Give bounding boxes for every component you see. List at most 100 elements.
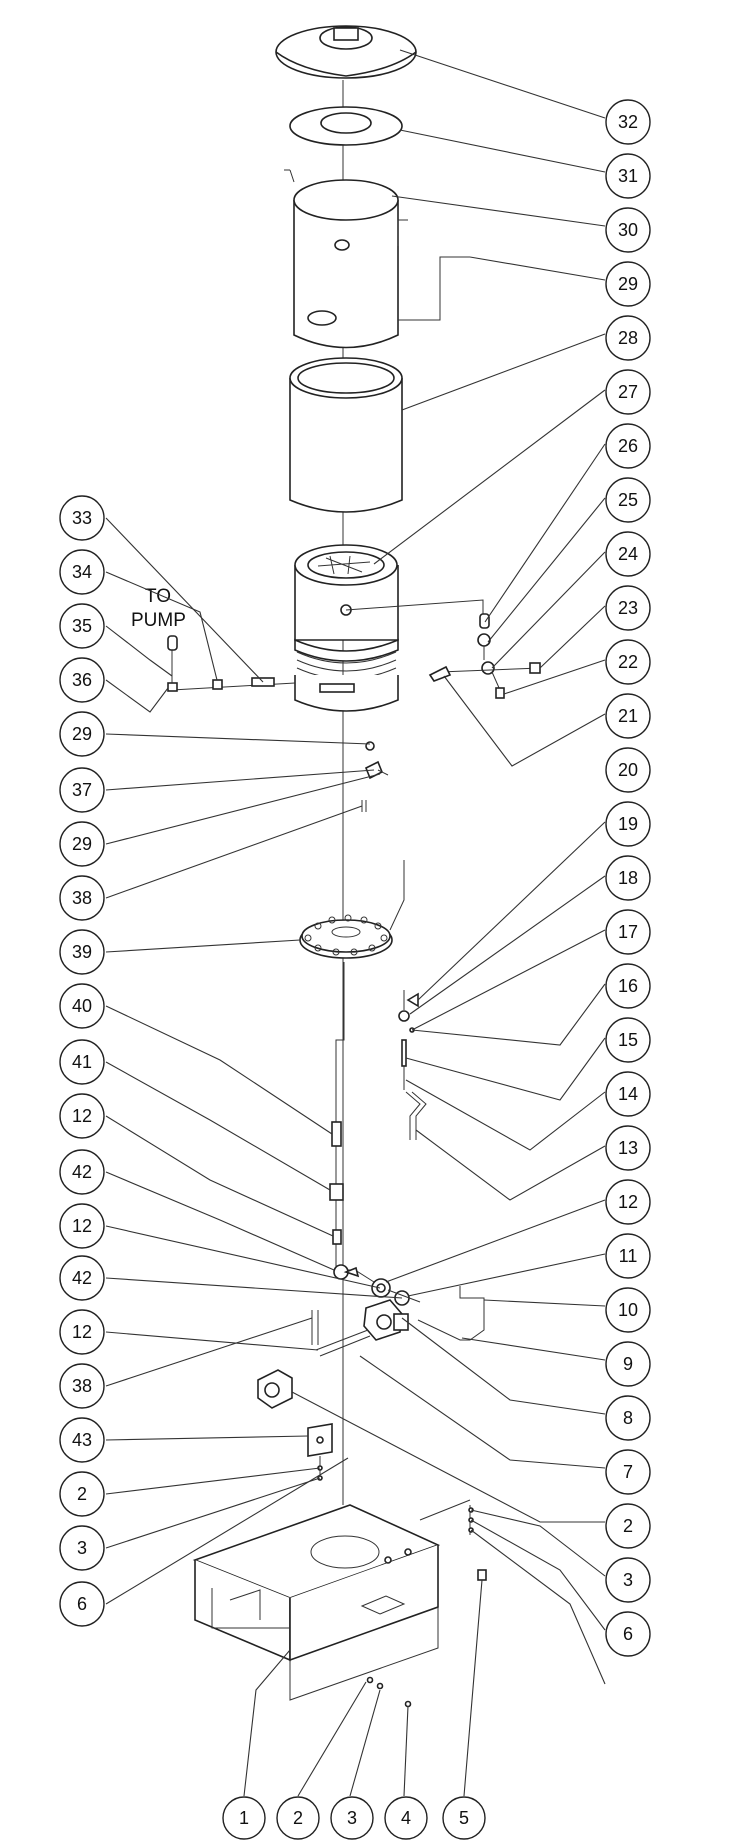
to-pump-label: TO <box>145 586 171 607</box>
callout-25-label: 25 <box>618 490 638 510</box>
callout-10: 10 <box>605 1287 651 1333</box>
callout-12-right-label: 12 <box>618 1192 638 1212</box>
callout-2-right: 2 <box>605 1503 651 1549</box>
callout-37-label: 37 <box>72 780 92 800</box>
callout-42-b: 42 <box>59 1255 105 1301</box>
callout-12-left-b: 12 <box>59 1203 105 1249</box>
callout-31: 31 <box>605 153 651 199</box>
top-cap-part <box>275 25 417 79</box>
callout-3-left: 3 <box>59 1525 105 1571</box>
fuel-line-assembly: TO PUMP <box>131 586 296 692</box>
callout-2-bottom-label: 2 <box>293 1808 303 1828</box>
burner-housing-part <box>294 544 399 712</box>
to-pump-label-2: PUMP <box>131 610 186 631</box>
burner-ring-part <box>299 860 405 959</box>
callout-36-label: 36 <box>72 670 92 690</box>
callout-39-label: 39 <box>72 942 92 962</box>
callout-12-left-a: 12 <box>59 1093 105 1139</box>
callout-18: 18 <box>605 855 651 901</box>
callout-43: 43 <box>59 1417 105 1463</box>
callout-27-label: 27 <box>618 382 638 402</box>
callout-23: 23 <box>605 585 651 631</box>
callout-20: 20 <box>605 747 651 793</box>
callout-16: 16 <box>605 963 651 1009</box>
callout-6-right: 6 <box>605 1611 651 1657</box>
callout-7-label: 7 <box>623 1462 633 1482</box>
callout-13: 13 <box>605 1125 651 1171</box>
gas-valve-assembly <box>257 1286 485 1481</box>
callout-21: 21 <box>605 693 651 739</box>
callout-43-label: 43 <box>72 1430 92 1450</box>
callout-17: 17 <box>605 909 651 955</box>
callout-16-label: 16 <box>618 976 638 996</box>
callout-22-label: 22 <box>618 652 638 672</box>
callout-28: 28 <box>605 315 651 361</box>
callout-30-label: 30 <box>618 220 638 240</box>
callout-1: 1 <box>222 1796 266 1840</box>
callout-35-label: 35 <box>72 616 92 636</box>
callout-10-label: 10 <box>618 1300 638 1320</box>
callout-3-bottom-label: 3 <box>347 1808 357 1828</box>
callout-38-top-label: 38 <box>72 888 92 908</box>
callout-19-label: 19 <box>618 814 638 834</box>
callout-31-label: 31 <box>618 166 638 186</box>
callout-2-left-label: 2 <box>77 1484 87 1504</box>
callout-24: 24 <box>605 531 651 577</box>
inner-liner-part <box>289 357 403 513</box>
callout-15: 15 <box>605 1017 651 1063</box>
callout-12-right: 12 <box>605 1179 651 1225</box>
callout-12-left-c-label: 12 <box>72 1322 92 1342</box>
callout-29-low-label: 29 <box>72 834 92 854</box>
callout-22: 22 <box>605 639 651 685</box>
callout-33: 33 <box>59 495 105 541</box>
mid-tube-assembly <box>361 741 389 812</box>
callout-36: 36 <box>59 657 105 703</box>
callout-40: 40 <box>59 983 105 1029</box>
callout-38-low-label: 38 <box>72 1376 92 1396</box>
callout-3-right-label: 3 <box>623 1570 633 1590</box>
callout-11-label: 11 <box>619 1246 638 1266</box>
callout-3-left-label: 3 <box>77 1538 87 1558</box>
callout-6-right-label: 6 <box>623 1624 633 1644</box>
callout-2-right-label: 2 <box>623 1516 633 1536</box>
callout-15-label: 15 <box>618 1030 638 1050</box>
callout-27: 27 <box>605 369 651 415</box>
callout-37: 37 <box>59 767 105 813</box>
callout-29-mid: 29 <box>59 711 105 757</box>
callout-20-label: 20 <box>618 760 638 780</box>
callout-30: 30 <box>605 207 651 253</box>
callout-40-label: 40 <box>72 996 92 1016</box>
callout-4: 4 <box>384 1796 428 1840</box>
callout-8: 8 <box>605 1395 651 1441</box>
callout-32-label: 32 <box>618 112 638 132</box>
callout-29-low: 29 <box>59 821 105 867</box>
callout-29-mid-label: 29 <box>72 724 92 744</box>
callout-26: 26 <box>605 423 651 469</box>
callout-38-top: 38 <box>59 875 105 921</box>
leader-lines <box>105 49 606 1797</box>
callout-21-label: 21 <box>618 706 638 726</box>
outer-cylinder-part <box>284 169 470 349</box>
callout-38-low: 38 <box>59 1363 105 1409</box>
fuel-tube-assembly <box>329 962 421 1306</box>
callout-2-left: 2 <box>59 1471 105 1517</box>
callout-11: 11 <box>605 1233 651 1279</box>
callout-4-label: 4 <box>401 1808 411 1828</box>
callout-14-label: 14 <box>618 1084 638 1104</box>
callout-13-label: 13 <box>618 1138 638 1158</box>
callout-12-left-c: 12 <box>59 1309 105 1355</box>
callout-17-label: 17 <box>618 922 638 942</box>
callout-14: 14 <box>605 1071 651 1117</box>
callout-3-bottom: 3 <box>330 1796 374 1840</box>
callout-42-a-label: 42 <box>72 1162 92 1182</box>
callout-2-bottom: 2 <box>276 1796 320 1840</box>
base-chassis-part <box>192 1499 487 1708</box>
callout-12-left-b-label: 12 <box>72 1216 92 1236</box>
callout-7: 7 <box>605 1449 651 1495</box>
callout-41: 41 <box>59 1039 105 1085</box>
igniter-assembly <box>398 990 427 1140</box>
callout-25: 25 <box>605 477 651 523</box>
callout-23-label: 23 <box>618 598 638 618</box>
ring-part <box>289 106 403 146</box>
